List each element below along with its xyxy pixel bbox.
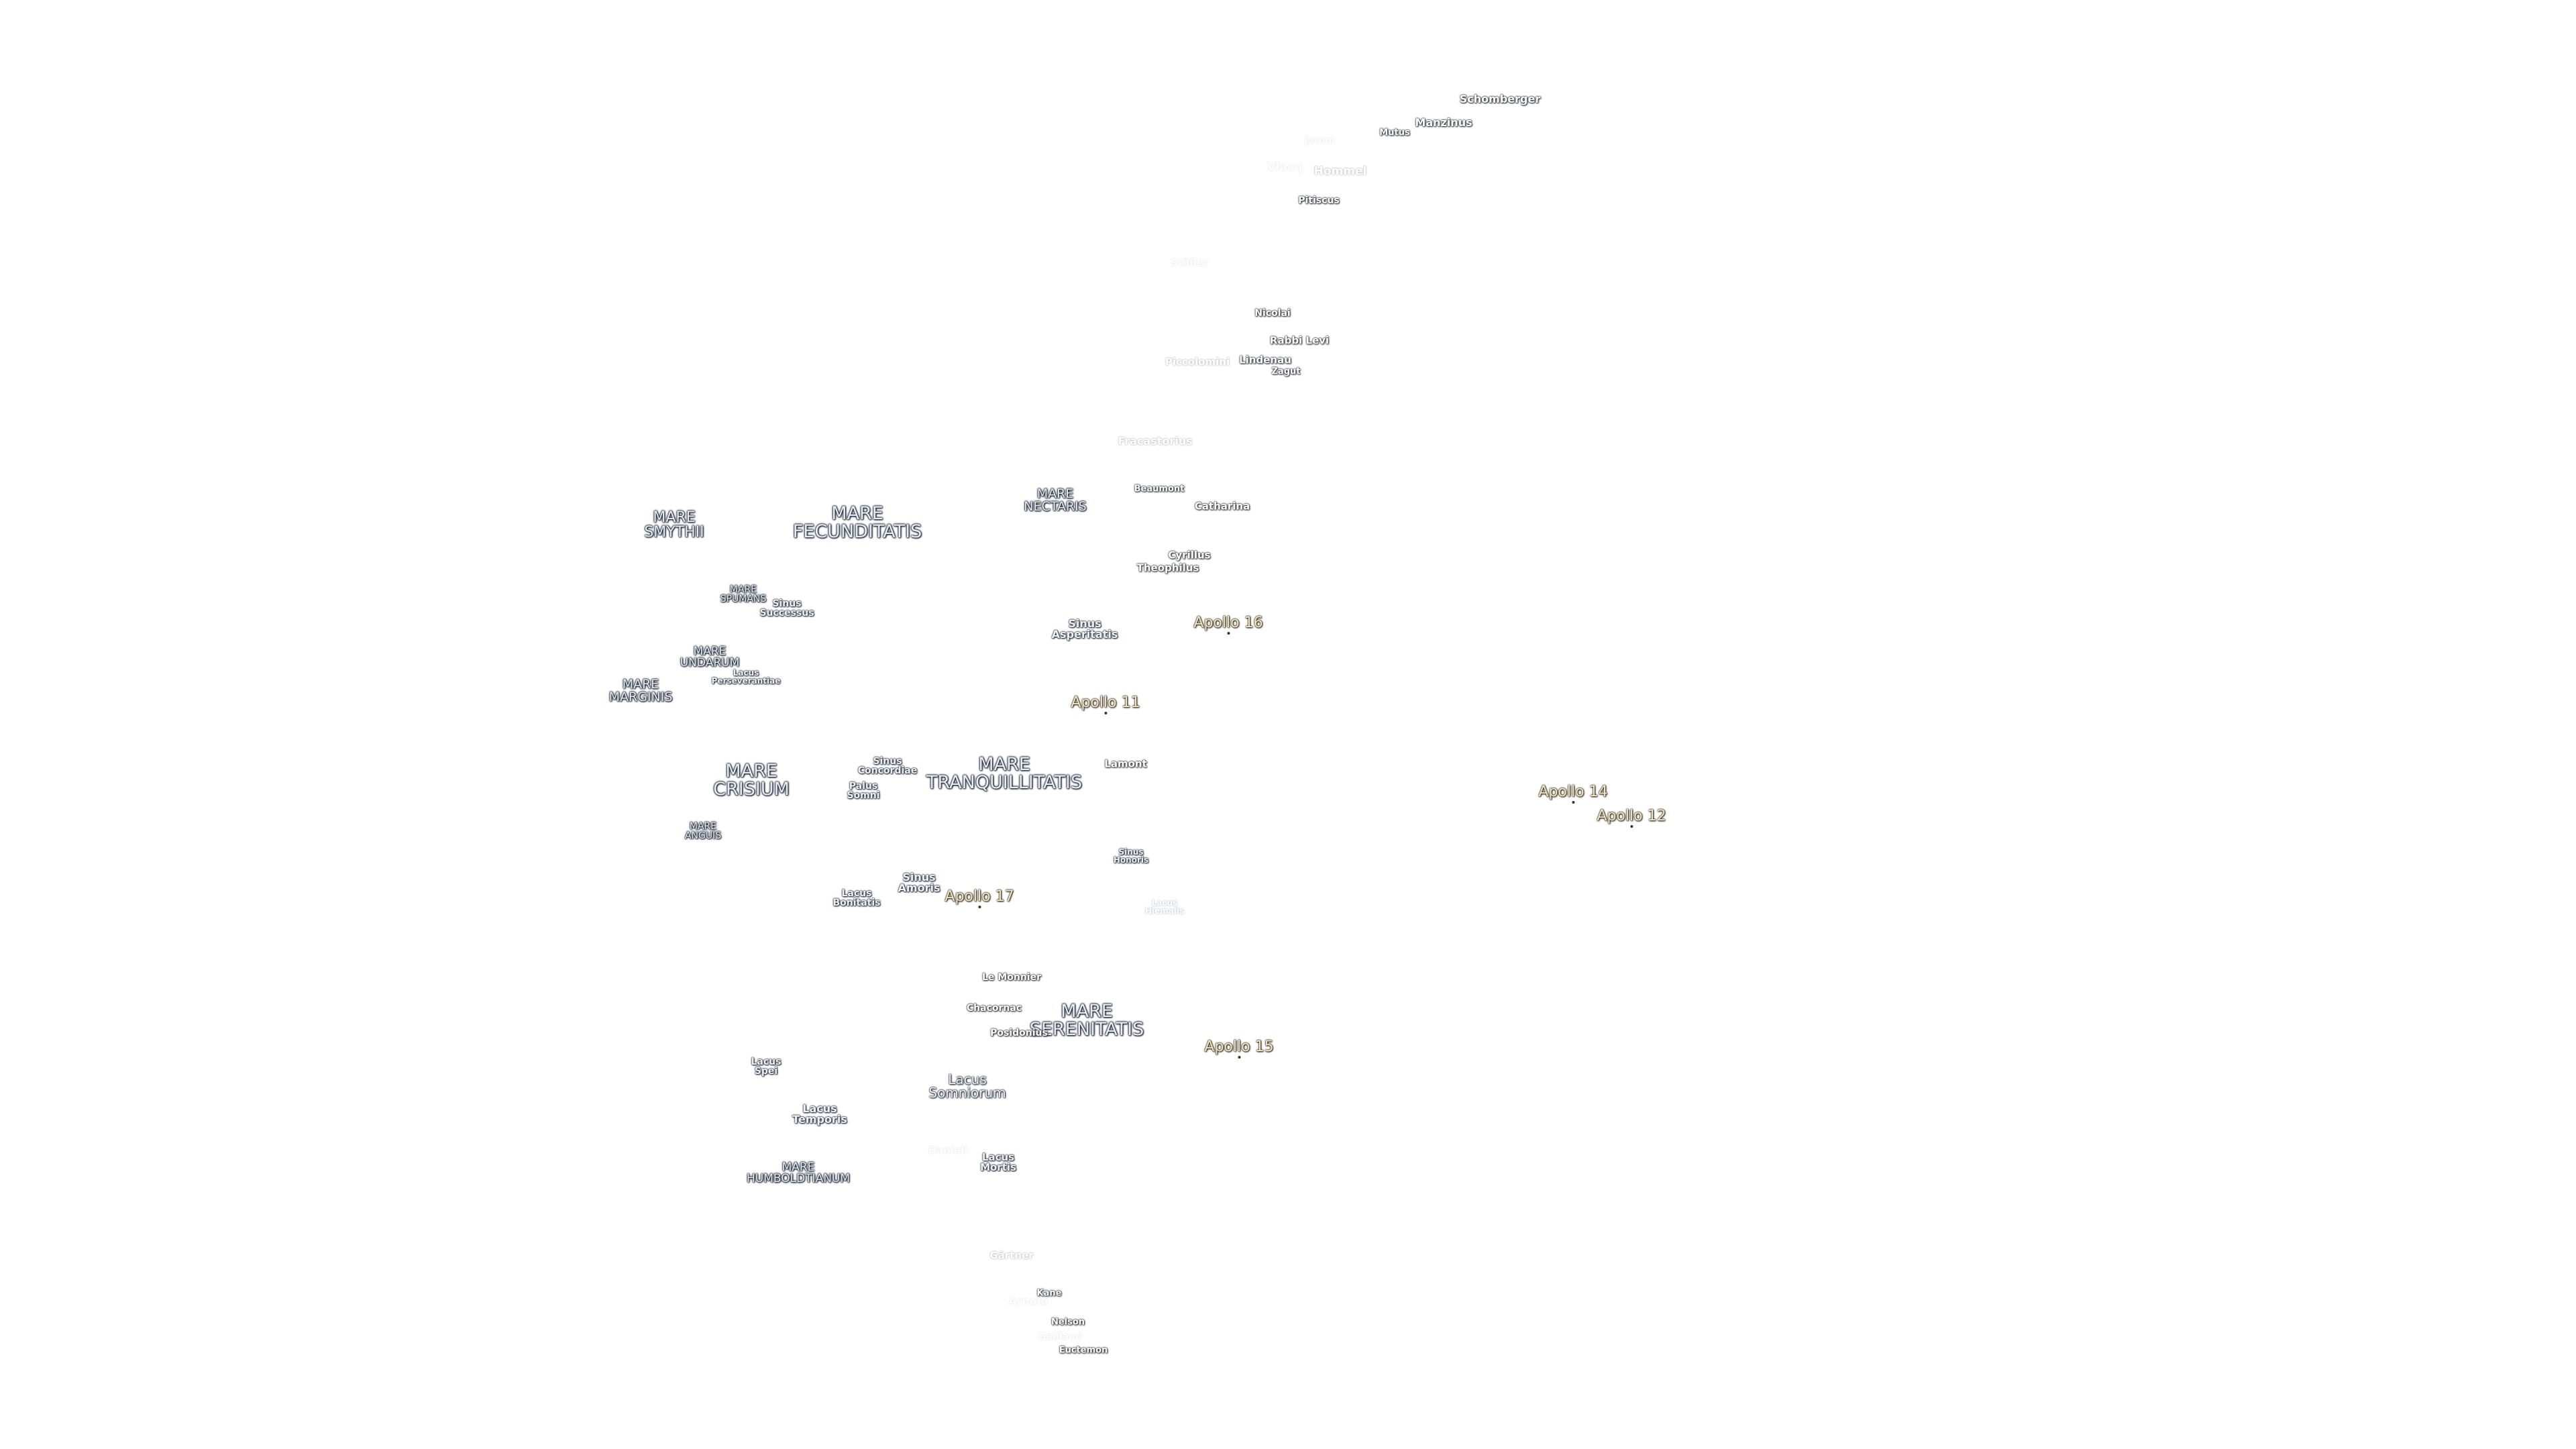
- lacus-somniorum-label: Lacus Somniorum: [928, 1071, 1006, 1101]
- apollo-17-site[interactable]: Apollo 17: [945, 888, 1014, 908]
- crater-catharina-label: Catharina: [1194, 500, 1250, 513]
- crater-vlacq-label: Vlacq: [1267, 160, 1303, 174]
- crater-gartner-label: Gärtner: [989, 1249, 1034, 1262]
- mare-undarum-label: MARE UNDARUM: [680, 645, 740, 669]
- crater-hommel-label: Hommel: [1313, 164, 1367, 178]
- crater-le-monnier-label: Le Monnier: [982, 972, 1041, 983]
- crater-zagut-label: Zagut: [1271, 366, 1301, 377]
- apollo-16-site[interactable]: Apollo 16: [1193, 614, 1263, 635]
- lacus-perseverantiae-label: Lacus Perseverantiae: [711, 668, 781, 686]
- lacus-spei-label: Lacus Spei: [751, 1057, 782, 1077]
- apollo-11-site[interactable]: Apollo 11: [1071, 694, 1140, 714]
- crater-schomberger-label: Schomberger: [1459, 93, 1541, 105]
- crater-fracastorius-label: Fracastorius: [1118, 435, 1193, 447]
- crater-lindenau-label: Lindenau: [1239, 354, 1291, 366]
- mare-spumans-label: MARE SPUMANS: [720, 584, 767, 604]
- crater-stofler-label: Stöfler: [1170, 256, 1209, 269]
- crater-mutus-label: Mutus: [1379, 127, 1410, 138]
- sinus-honoris-label: Sinus Honoris: [1113, 847, 1149, 865]
- mare-humboldtianum-label: MARE HUMBOLDTIANUM: [746, 1161, 851, 1185]
- mare-nectaris-label: MARE NECTARIS: [1024, 486, 1087, 514]
- sinus-amoris-label: Sinus Amoris: [898, 871, 941, 894]
- lacus-temporis-label: Lacus Temporis: [792, 1102, 847, 1126]
- mare-fecunditatis-label: MARE FECUNDITATIS: [792, 503, 922, 542]
- crater-lamont-label: Lamont: [1104, 757, 1147, 770]
- apollo-14-site[interactable]: Apollo 14: [1538, 784, 1608, 804]
- crater-jacobi-label: Jacobi: [1304, 136, 1335, 146]
- crater-daniell-label: Daniell: [928, 1144, 968, 1157]
- lacus-bonitatis-label: Lacus Bonitatis: [833, 888, 881, 908]
- lacus-mortis-label: Lacus Mortis: [980, 1151, 1016, 1173]
- crater-cyrillus-label: Cyrillus: [1168, 549, 1211, 561]
- lacus-hiemalis-label: Lacus Hiemalis: [1144, 898, 1185, 916]
- apollo-12-site[interactable]: Apollo 12: [1597, 808, 1666, 828]
- palus-somni-label: Palus Somni: [847, 781, 880, 801]
- crater-rabbi-levi-label: Rabbi Levi: [1269, 334, 1330, 347]
- mare-crisium-label: MARE CRISIUM: [713, 761, 790, 800]
- crater-posidonius-label: Posidonius: [990, 1028, 1048, 1038]
- crater-kane-label: Kane: [1036, 1288, 1062, 1299]
- crater-euctemon-label: Euctemon: [1059, 1345, 1108, 1356]
- apollo-15-site[interactable]: Apollo 15: [1204, 1038, 1274, 1059]
- crater-theophilus-label: Theophilus: [1136, 561, 1199, 574]
- crater-pitiscus-label: Pitiscus: [1298, 195, 1340, 206]
- crater-nicolai-label: Nicolai: [1254, 308, 1291, 319]
- crater-chacornac-label: Chacornac: [966, 1003, 1022, 1014]
- mare-serenitatis-label: MARE SERENITATIS: [1029, 1001, 1144, 1040]
- crater-beaumont-label: Beaumont: [1134, 484, 1185, 494]
- mare-marginis-label: MARE MARGINIS: [608, 677, 673, 704]
- crater-manzinus-label: Manzinus: [1415, 116, 1472, 129]
- crater-arnold-label: Arnold: [1008, 1295, 1049, 1307]
- mare-tranquillitatis-label: MARE TRANQUILLITATIS: [926, 754, 1083, 793]
- mare-smythii-label: MARE SMYTHII: [644, 509, 704, 541]
- sinus-concordiae-label: Sinus Concordiae: [857, 756, 918, 776]
- mare-anguis-label: MARE ANGUIS: [684, 821, 722, 841]
- crater-nelson-label: Nelson: [1051, 1317, 1085, 1328]
- crater-baillaud-label: Baillaud: [1039, 1332, 1082, 1342]
- sinus-successus-label: Sinus Successus: [759, 598, 814, 619]
- sinus-asperitatis-label: Sinus Asperitatis: [1051, 617, 1118, 641]
- crater-piccolomini-label: Piccolomini: [1165, 356, 1230, 368]
